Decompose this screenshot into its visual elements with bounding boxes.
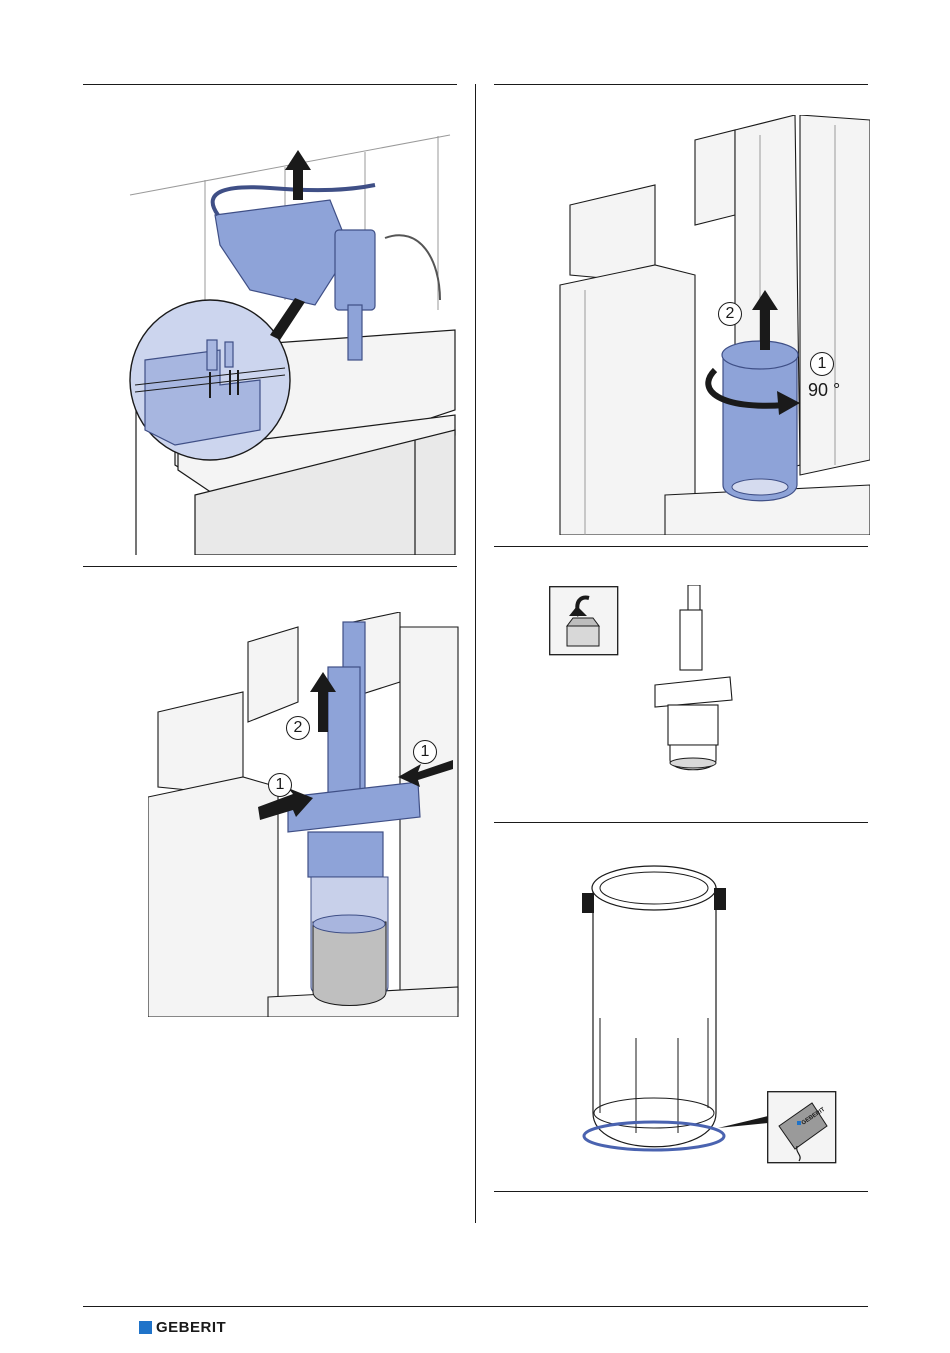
unpack-icon-box	[549, 586, 619, 656]
illustration-remove-housing	[545, 115, 870, 535]
seal-label-box: GEBERIT	[767, 1091, 837, 1164]
footer-rule	[83, 1306, 868, 1307]
column-divider	[475, 84, 476, 1223]
top-left-rule	[83, 84, 457, 85]
step-1-callout-left: 1	[268, 773, 292, 797]
brand-logo: GEBERIT	[139, 1319, 226, 1336]
illustration-remove-flush-valve	[148, 612, 460, 1017]
rotation-angle-label: 90 °	[808, 380, 840, 401]
logo-text: GEBERIT	[156, 1319, 226, 1336]
mid-left-rule	[83, 566, 457, 567]
logo-square-icon	[139, 1321, 152, 1334]
illustration-remove-fill-valve	[120, 130, 460, 555]
step-2-callout: 2	[718, 302, 742, 326]
top-right-rule	[494, 84, 868, 85]
open-box-icon	[549, 586, 619, 656]
mid-right-rule-1	[494, 546, 868, 547]
bottom-right-rule	[494, 1191, 868, 1192]
step-2-callout-flush: 2	[286, 716, 310, 740]
illustration-new-flush-valve	[650, 585, 740, 775]
step-1-callout-right: 1	[413, 740, 437, 764]
mid-right-rule-2	[494, 822, 868, 823]
seal-label-icon: GEBERIT	[767, 1091, 837, 1164]
step-1-callout: 1	[810, 352, 834, 376]
